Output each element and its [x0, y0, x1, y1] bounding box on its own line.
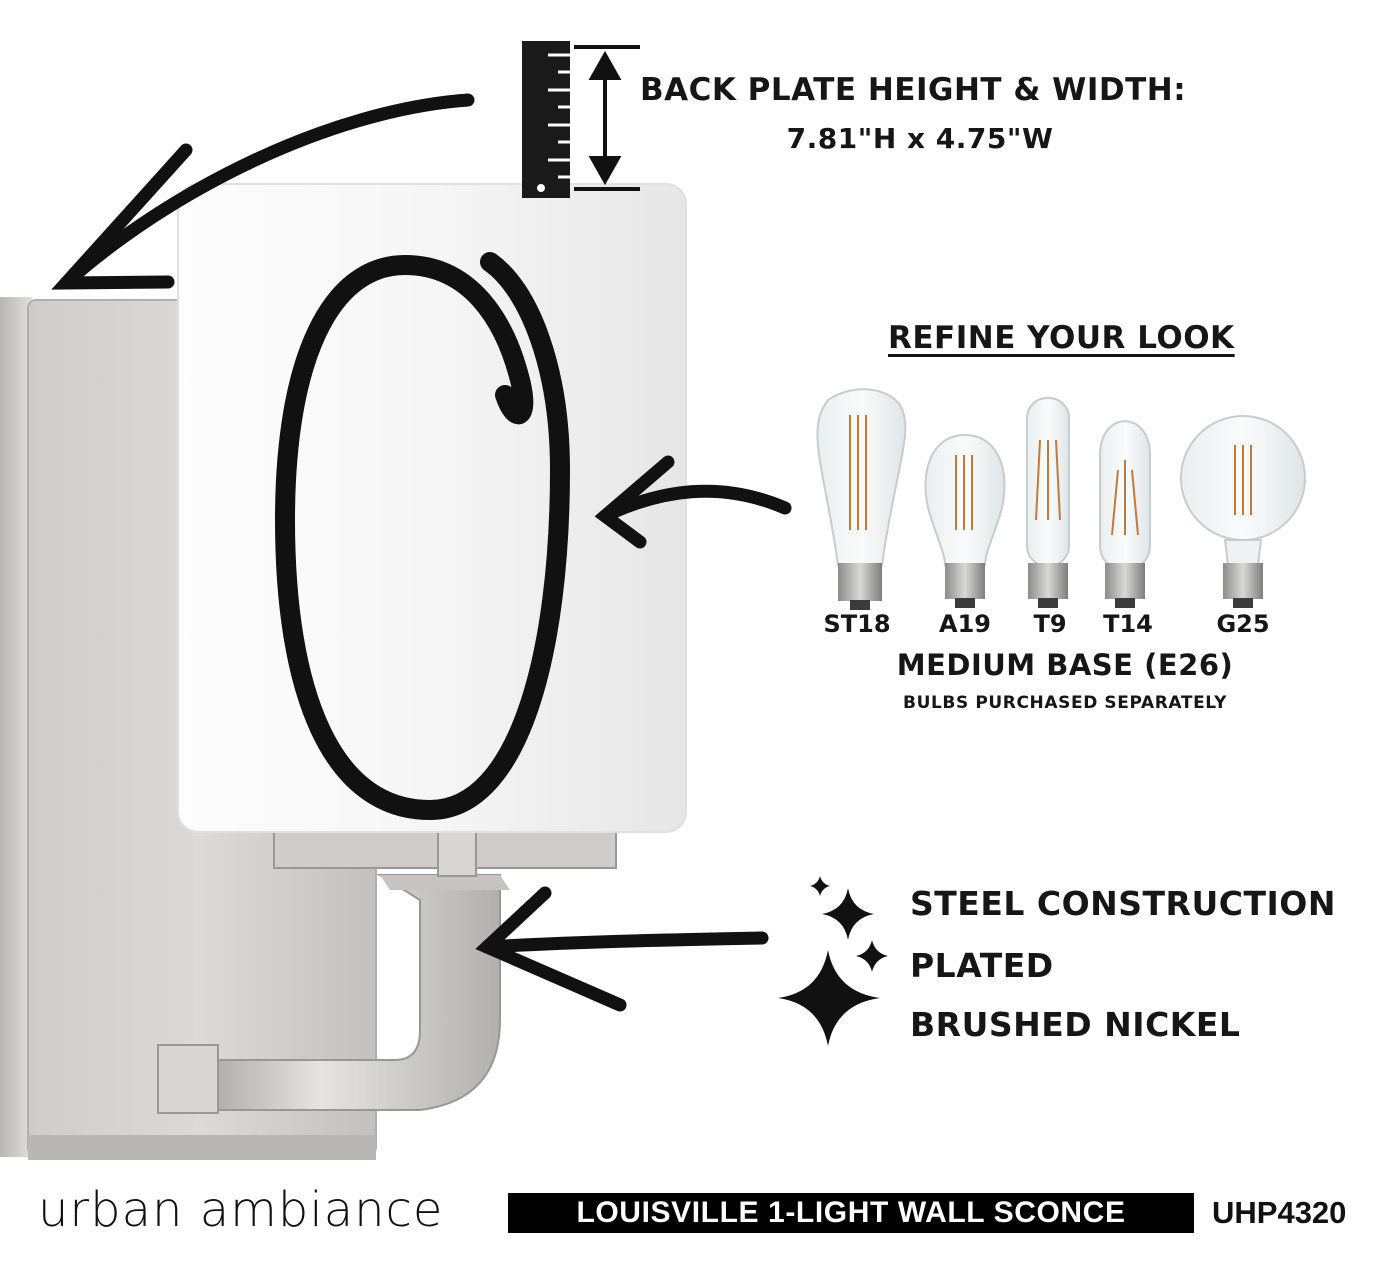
bulbs-note: BULBS PURCHASED SEPARATELY	[903, 693, 1227, 713]
feature-steel-construction: STEEL CONSTRUCTION	[910, 884, 1336, 923]
refine-look-title: REFINE YOUR LOOK	[888, 320, 1235, 356]
feature-brushed-nickel: BRUSHED NICKEL	[910, 1005, 1241, 1044]
sparkle-icon	[778, 876, 888, 1046]
product-title: LOUISVILLE 1-LIGHT WALL SCONCE	[576, 1196, 1126, 1229]
product-sku: UHP4320	[1212, 1195, 1347, 1230]
brand-logo: urban ambiance	[38, 1182, 444, 1238]
back-plate-dimension-value: 7.81"H x 4.75"W	[786, 122, 1054, 155]
arrow-icon	[594, 455, 792, 549]
feature-plated: PLATED	[910, 946, 1054, 985]
ruler-icon	[522, 41, 570, 198]
bulb-st18	[816, 388, 907, 610]
shade-holder	[273, 825, 617, 877]
arrow-icon	[475, 886, 769, 1012]
bulb-a19	[924, 433, 1006, 608]
back-plate-dimension-title: BACK PLATE HEIGHT & WIDTH:	[640, 72, 1187, 108]
bulb-label-t14: T14	[1103, 610, 1153, 638]
bulb-t14	[1099, 420, 1151, 608]
double-arrow-icon	[574, 45, 640, 191]
bulb-label-g25: G25	[1216, 610, 1270, 638]
medium-base-label: MEDIUM BASE (E26)	[896, 648, 1234, 682]
sconce-arm	[157, 874, 510, 1114]
hand-drawn-circle	[274, 252, 571, 821]
bulb-t9	[1026, 397, 1070, 608]
product-title-bar: LOUISVILLE 1-LIGHT WALL SCONCE	[508, 1193, 1194, 1233]
arrow-icon	[51, 93, 475, 290]
bulb-g25	[1180, 415, 1306, 608]
bulb-label-a19: A19	[939, 610, 991, 638]
bulb-label-t9: T9	[1033, 610, 1067, 638]
bulb-label-st18: ST18	[823, 610, 891, 638]
